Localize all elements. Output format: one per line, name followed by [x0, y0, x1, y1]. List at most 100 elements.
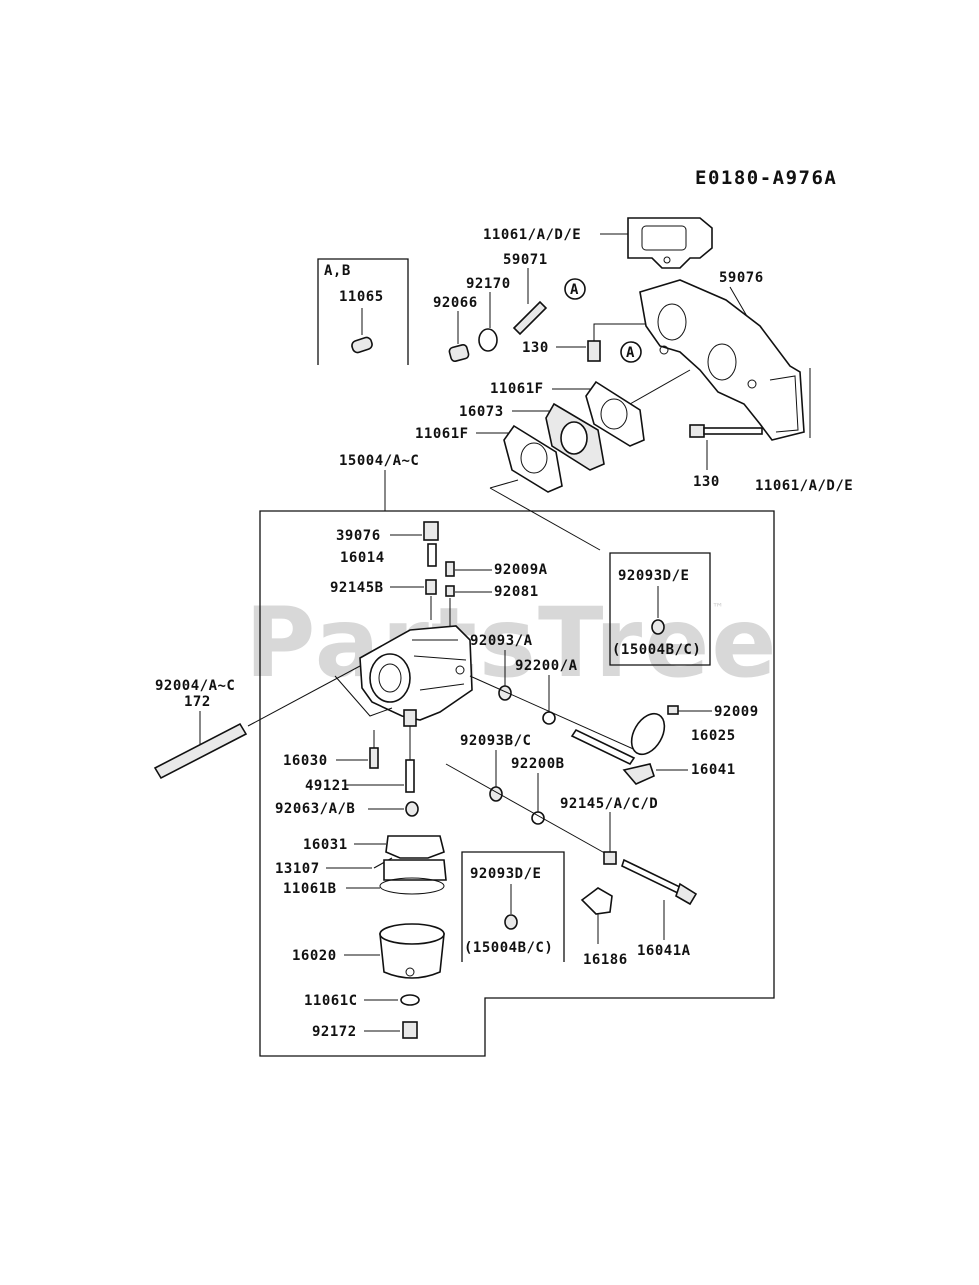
clamp-92170: [478, 328, 498, 352]
carburetor-assembly-frame: [259, 510, 775, 1057]
label-39076: 39076: [336, 528, 381, 544]
label-16041a: 16041A: [637, 943, 691, 959]
label-172: 172: [184, 694, 211, 710]
label-11061b: 11061B: [283, 881, 337, 897]
label-16073: 16073: [459, 404, 504, 420]
bowl-16020-rim: [379, 923, 445, 945]
spacer-16073-hole: [560, 421, 588, 455]
label-92009: 92009: [714, 704, 759, 720]
inset-bottom: 92093D/E (15004B/C): [461, 851, 565, 962]
label-92145b: 92145B: [330, 580, 384, 596]
gasket-11061ade-top: [627, 217, 713, 269]
label-49121: 49121: [305, 778, 350, 794]
inset-right-frame: [609, 552, 711, 666]
pin-49121: [405, 759, 415, 793]
shaft-16041a: [621, 858, 687, 898]
gasket-11061f-top: [585, 380, 645, 447]
callout-a2: [620, 341, 642, 363]
label-92004: 92004/A~C: [155, 678, 235, 694]
label-59071: 59071: [503, 252, 548, 268]
carb-bowl-post: [403, 709, 417, 727]
label-16030: 16030: [283, 753, 328, 769]
carb-body-hole: [455, 665, 465, 675]
gasket-hole: [663, 256, 671, 264]
screw-92009a: [445, 561, 455, 577]
pin-11065: [351, 336, 373, 354]
label-16186: 16186: [583, 952, 628, 968]
bowl-drain-hole: [405, 967, 415, 977]
washer-92200b: [531, 811, 545, 825]
label-11061f-bot: 11061F: [415, 426, 469, 442]
needle-16030: [369, 747, 379, 769]
callout-a2-text: A: [626, 345, 635, 361]
label-inset-right-note: (15004B/C): [612, 642, 701, 658]
gasket-11061f-bot: [503, 424, 563, 493]
label-59076: 59076: [719, 270, 764, 286]
manifold-hole-2: [747, 379, 757, 389]
watermark-trademark: ™: [712, 601, 724, 615]
leader-align-mid-b: [489, 479, 519, 489]
label-92081: 92081: [494, 584, 539, 600]
plate-16025: [630, 712, 666, 756]
nut-inset-bottom: [504, 914, 518, 930]
label-13107: 13107: [275, 861, 320, 877]
cap-39076: [423, 521, 439, 541]
label-92170: 92170: [466, 276, 511, 292]
label-11061f-top: 11061F: [490, 381, 544, 397]
nut-inset-right: [651, 619, 665, 635]
hose-92066: [448, 344, 470, 362]
gasket-opening: [641, 225, 687, 251]
label-92063: 92063/A/B: [275, 801, 355, 817]
label-16025: 16025: [691, 728, 736, 744]
lever-16041a: [675, 882, 698, 906]
label-11065: 11065: [339, 289, 384, 305]
nut-92063: [405, 801, 419, 817]
label-11061ade-bot: 11061/A/D/E: [755, 478, 853, 494]
bolt-130-bot-shaft: [703, 427, 763, 435]
bolt-92172: [402, 1021, 418, 1039]
label-16014: 16014: [340, 550, 385, 566]
inset-ab: A,B 11065: [317, 258, 409, 365]
stud-92004: [153, 722, 248, 780]
callout-a1-text: A: [570, 282, 579, 298]
leader-carb-left: [334, 675, 393, 717]
label-11061ade-top: 11061/A/D/E: [483, 227, 581, 243]
manifold-port-a: [657, 303, 687, 341]
inset-ab-title: A,B: [324, 263, 351, 279]
gasket-11061b: [379, 877, 445, 895]
label-92066: 92066: [433, 295, 478, 311]
leader-align-mid: [489, 487, 601, 551]
label-inset-bottom-part: 92093D/E: [470, 866, 541, 882]
manifold-hole: [659, 345, 669, 355]
carb-throat: [369, 653, 411, 703]
label-inset-right-part: 92093D/E: [618, 568, 689, 584]
carb-throat-inner: [378, 663, 402, 693]
label-92093a: 92093/A: [470, 633, 533, 649]
group-intake: 11061/A/D/E 59071 92170 92066 A A 130 59…: [415, 217, 853, 494]
label-11061c: 11061C: [304, 993, 358, 1009]
label-15004: 15004/A~C: [339, 453, 419, 469]
bolt-130-top: [587, 340, 601, 362]
leader-align-top: [629, 369, 691, 405]
manifold-59076: [639, 279, 805, 441]
spring-92145b: [425, 579, 437, 595]
label-16041: 16041: [691, 762, 736, 778]
label-92009a: 92009A: [494, 562, 548, 578]
fitting-59071: [512, 300, 548, 336]
lever-16041: [622, 763, 655, 785]
spring-92081: [445, 585, 455, 597]
diagram-code: E0180-A976A: [695, 167, 837, 189]
screw-92009: [667, 705, 679, 715]
label-130-bot: 130: [693, 474, 720, 490]
label-92145acd: 92145/A/C/D: [560, 796, 658, 812]
gasket-11061f-top-hole: [600, 398, 628, 430]
label-16031: 16031: [303, 837, 348, 853]
label-inset-bottom-note: (15004B/C): [464, 940, 553, 956]
label-92172: 92172: [312, 1024, 357, 1040]
leader-130-top-b: [593, 323, 650, 341]
label-92200b: 92200B: [511, 756, 565, 772]
float-16031: [385, 835, 445, 859]
carb-body-ribs: [412, 639, 467, 691]
needle-16014: [427, 543, 437, 567]
